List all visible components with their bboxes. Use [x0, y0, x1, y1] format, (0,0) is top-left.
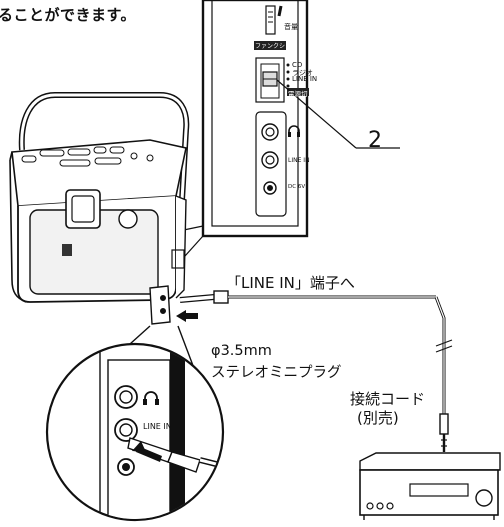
dc-jack-label: DC 6V: [288, 184, 306, 190]
intro-text: ることができます。: [0, 6, 137, 24]
function-label: ファンクション: [255, 43, 298, 50]
switch-option-power-off: 電源切: [288, 90, 308, 98]
zoom-circle: [45, 325, 225, 522]
zoom-line-in-label: LINE IN: [143, 422, 172, 431]
switch-option-radio: ラジオ: [292, 69, 313, 77]
callout-number: 2: [368, 128, 382, 153]
volume-label: 音量: [284, 23, 298, 31]
switch-option-line-in: LINE IN: [292, 75, 318, 83]
detail-panel: [201, 0, 400, 238]
connection-cord: [434, 296, 453, 452]
switch-option-cd: CD: [292, 61, 303, 69]
cd-radio-illustration: [9, 92, 204, 303]
line-in-jack-label: LINE IN: [288, 157, 310, 164]
cord-label-line2: (別売): [357, 409, 399, 427]
cord-label-line1: 接続コード: [350, 390, 426, 408]
plug-label-line2: ステレオミニプラグ: [211, 365, 342, 381]
plug-illustration: [149, 285, 436, 325]
plug-label-line1: φ3.5mm: [211, 343, 272, 359]
amplifier-illustration: [359, 452, 501, 520]
arrow-label: 「LINE IN」端子へ: [226, 274, 355, 292]
